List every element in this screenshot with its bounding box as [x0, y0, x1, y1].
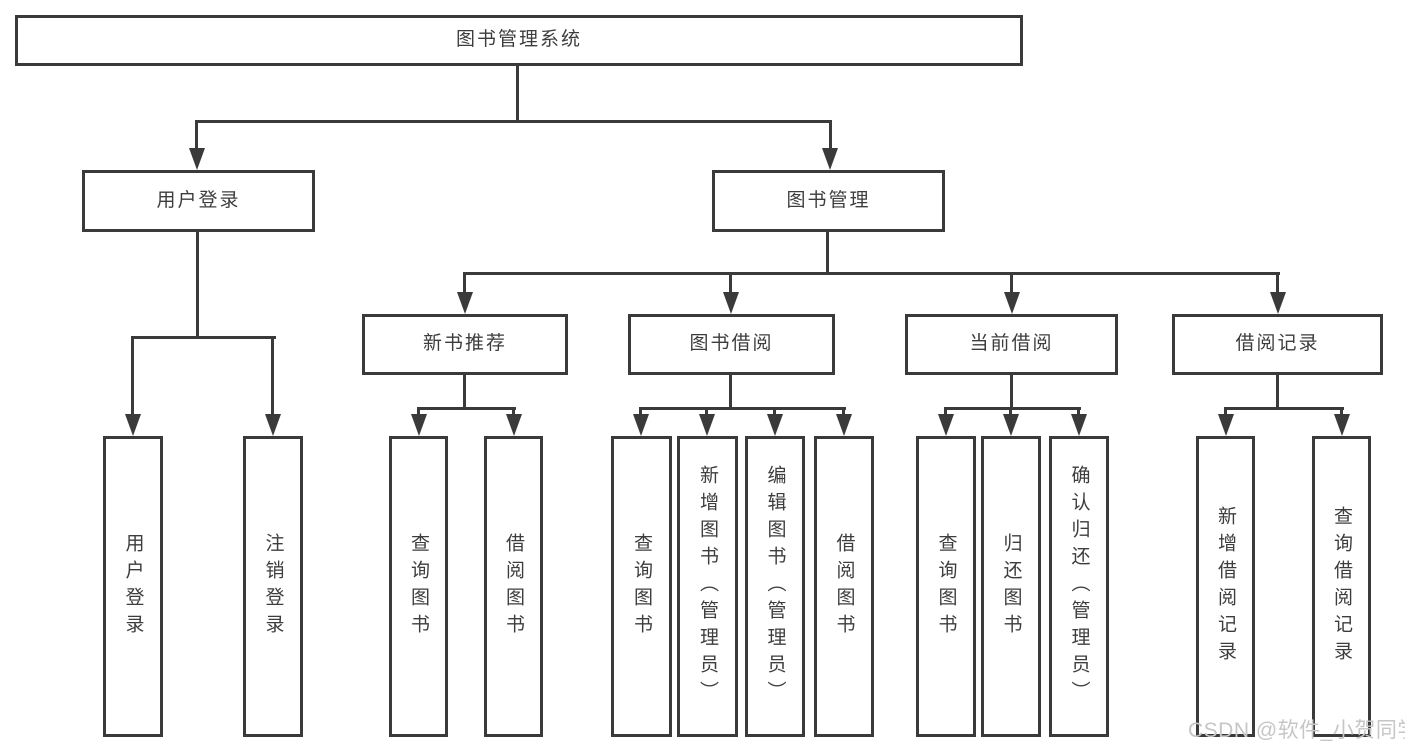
- diagram-node-leaf-query-books-2: 查询图书: [611, 436, 672, 737]
- node-label-root: 图书管理系统: [455, 29, 582, 51]
- connector-line: [195, 120, 832, 123]
- node-label-leaf-query-books-1: 查询图书: [408, 532, 429, 641]
- connector-line: [729, 375, 732, 407]
- arrowhead-down-icon: [1071, 414, 1087, 436]
- arrowhead-down-icon: [1003, 414, 1019, 436]
- connector-line: [842, 407, 845, 417]
- arrowhead-down-icon: [822, 148, 838, 170]
- diagram-node-leaf-confirm-return: 确认归还（管理员）: [1049, 436, 1109, 737]
- connector-line: [705, 407, 708, 417]
- diagram-node-borrowing-records: 借阅记录: [1172, 314, 1383, 375]
- connector-line: [1010, 272, 1013, 296]
- arrowhead-down-icon: [265, 414, 281, 436]
- connector-line: [1224, 407, 1344, 410]
- node-label-leaf-borrow-books-1: 借阅图书: [503, 532, 524, 641]
- connector-line: [1276, 272, 1279, 296]
- diagram-node-leaf-logout: 注销登录: [243, 436, 303, 737]
- diagram-node-book-management: 图书管理: [712, 170, 945, 232]
- arrowhead-down-icon: [1334, 414, 1350, 436]
- connector-line: [1009, 407, 1012, 417]
- diagram-node-root: 图书管理系统: [15, 15, 1023, 66]
- node-label-leaf-logout: 注销登录: [262, 532, 284, 641]
- connector-line: [131, 336, 134, 418]
- diagram-node-leaf-user-login: 用户登录: [103, 436, 163, 737]
- arrowhead-down-icon: [699, 414, 715, 436]
- diagram-node-current-borrowing: 当前借阅: [905, 314, 1118, 375]
- node-label-leaf-edit-books: 编辑图书（管理员）: [764, 465, 786, 708]
- arrowhead-down-icon: [1004, 292, 1020, 314]
- connector-line: [639, 407, 642, 417]
- node-label-leaf-add-borrow-record: 新增借阅记录: [1215, 505, 1236, 668]
- arrowhead-down-icon: [189, 148, 205, 170]
- diagram-node-book-borrowing: 图书借阅: [628, 314, 835, 375]
- diagram-node-leaf-return-books: 归还图书: [981, 436, 1041, 737]
- connector-line: [944, 407, 947, 417]
- connector-line: [512, 407, 515, 417]
- arrowhead-down-icon: [938, 414, 954, 436]
- arrowhead-down-icon: [457, 292, 473, 314]
- diagram-node-leaf-add-books: 新增图书（管理员）: [677, 436, 738, 737]
- csdn-watermark: CSDN @软件_小贺同学: [1188, 719, 1405, 742]
- node-label-leaf-user-login: 用户登录: [122, 532, 144, 641]
- diagram-node-user-login: 用户登录: [82, 170, 315, 232]
- diagram-node-leaf-edit-books: 编辑图书（管理员）: [745, 436, 805, 737]
- diagram-node-leaf-query-borrow-record: 查询借阅记录: [1312, 436, 1371, 737]
- arrowhead-down-icon: [125, 414, 141, 436]
- connector-line: [1010, 375, 1013, 407]
- node-label-leaf-query-books-2: 查询图书: [631, 532, 652, 641]
- node-label-leaf-query-borrow-record: 查询借阅记录: [1331, 505, 1352, 668]
- connector-line: [826, 232, 829, 272]
- connector-line: [729, 272, 732, 296]
- connector-line: [516, 66, 519, 120]
- arrowhead-down-icon: [633, 414, 649, 436]
- diagram-node-leaf-add-borrow-record: 新增借阅记录: [1196, 436, 1255, 737]
- diagram-node-leaf-borrow-books-1: 借阅图书: [484, 436, 543, 737]
- node-label-leaf-borrow-books-2: 借阅图书: [833, 532, 855, 641]
- connector-line: [829, 120, 832, 152]
- connector-line: [1077, 407, 1080, 417]
- node-label-leaf-query-books-3: 查询图书: [935, 532, 957, 641]
- arrowhead-down-icon: [506, 414, 522, 436]
- connector-line: [417, 407, 516, 410]
- connector-line: [1224, 407, 1227, 417]
- connector-line: [1276, 375, 1279, 407]
- connector-line: [196, 232, 199, 336]
- node-label-book-management: 图书管理: [786, 189, 871, 211]
- connector-line: [944, 407, 1081, 410]
- diagram-node-leaf-borrow-books-2: 借阅图书: [814, 436, 874, 737]
- node-label-current-borrowing: 当前借阅: [969, 333, 1054, 355]
- node-label-leaf-return-books: 归还图书: [1000, 532, 1022, 641]
- connector-line: [773, 407, 776, 417]
- connector-line: [417, 407, 420, 417]
- node-label-leaf-add-books: 新增图书（管理员）: [697, 465, 718, 708]
- arrowhead-down-icon: [411, 414, 427, 436]
- connector-line: [639, 407, 846, 410]
- node-label-book-borrowing: 图书借阅: [689, 333, 774, 355]
- connector-line: [463, 272, 1280, 275]
- node-label-user-login: 用户登录: [156, 189, 241, 211]
- connector-line: [195, 120, 198, 152]
- connector-line: [271, 336, 274, 418]
- diagram-node-leaf-query-books-1: 查询图书: [389, 436, 448, 737]
- connector-line: [463, 272, 466, 296]
- node-label-borrowing-records: 借阅记录: [1235, 333, 1320, 355]
- node-label-new-book-recommend: 新书推荐: [422, 333, 507, 355]
- connector-line: [463, 375, 466, 407]
- arrowhead-down-icon: [1218, 414, 1234, 436]
- connector-line: [1340, 407, 1343, 417]
- diagram-node-new-book-recommend: 新书推荐: [362, 314, 568, 375]
- arrowhead-down-icon: [1270, 292, 1286, 314]
- arrowhead-down-icon: [767, 414, 783, 436]
- diagram-node-leaf-query-books-3: 查询图书: [916, 436, 976, 737]
- arrowhead-down-icon: [723, 292, 739, 314]
- node-label-leaf-confirm-return: 确认归还（管理员）: [1068, 465, 1090, 708]
- arrowhead-down-icon: [836, 414, 852, 436]
- connector-line: [131, 336, 276, 339]
